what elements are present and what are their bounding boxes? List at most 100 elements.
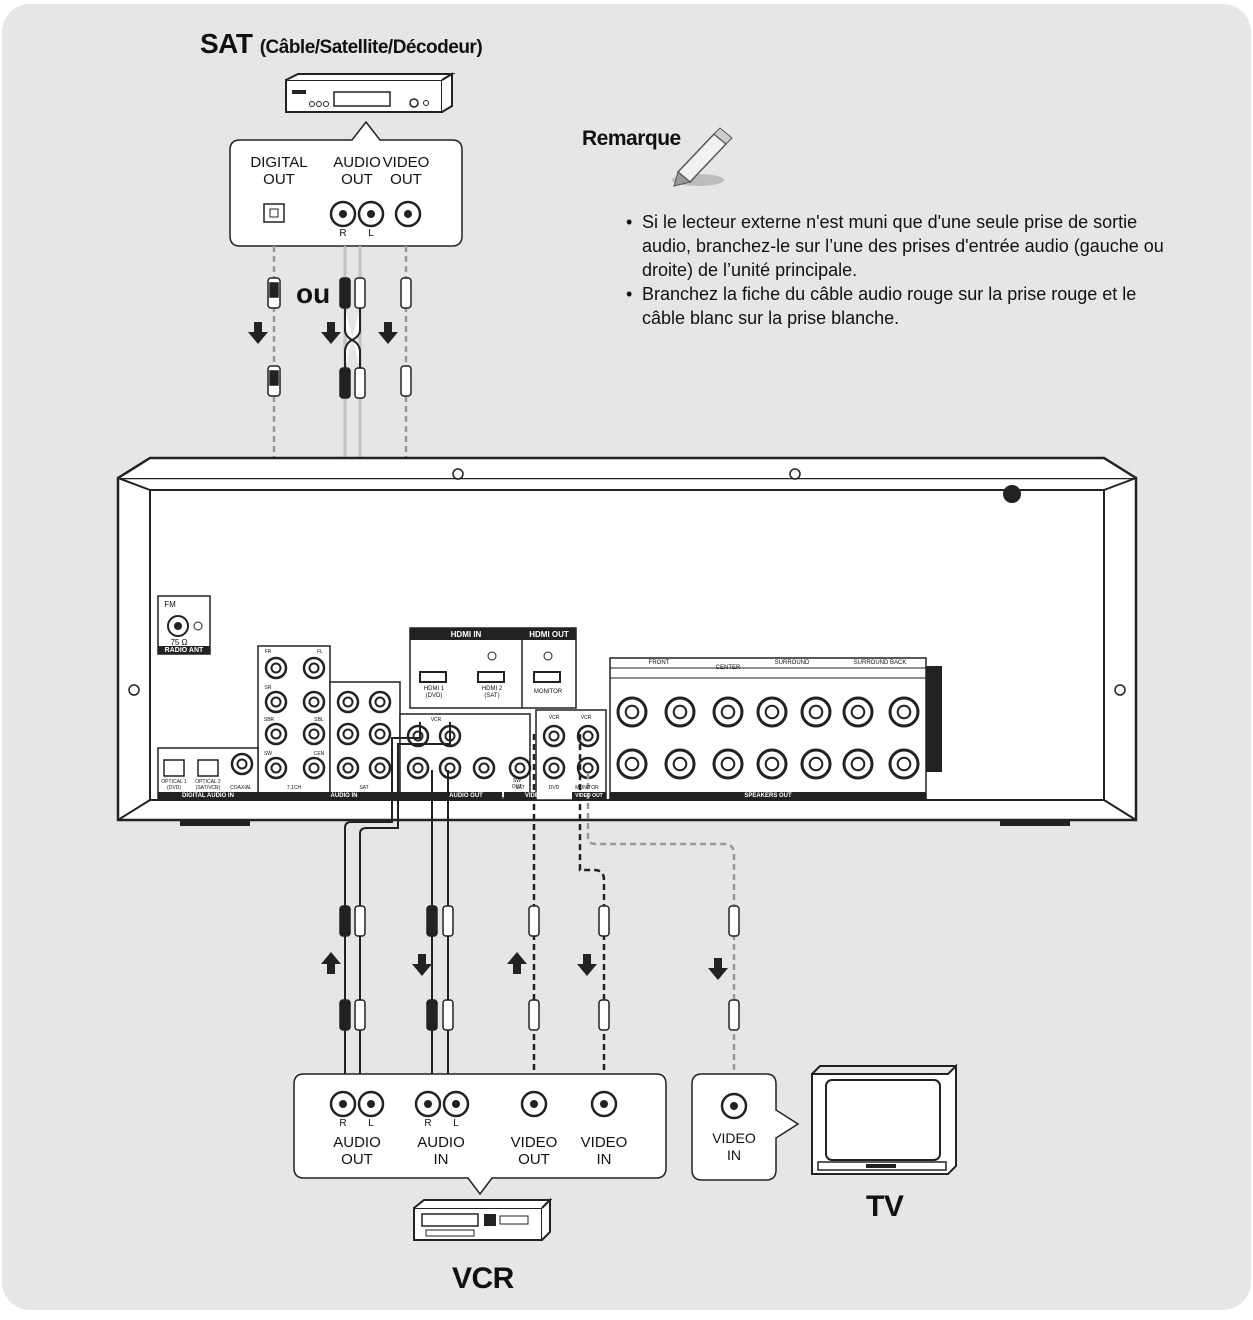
ou-label: ou bbox=[296, 278, 331, 309]
vcr-audio-out-l-jack bbox=[357, 1090, 385, 1118]
rca-jack bbox=[576, 756, 600, 780]
sbl-label: SBL bbox=[314, 717, 324, 723]
sat-cable-plugs bbox=[267, 277, 412, 399]
rca-jack bbox=[368, 690, 392, 714]
7-1ch-label: 7.1CH bbox=[286, 785, 302, 791]
rca-jack bbox=[508, 756, 532, 780]
rca-jack bbox=[302, 756, 326, 780]
remarque-list: Si le lecteur externe n'est muni que d'u… bbox=[622, 210, 1182, 330]
vcr-audio-out-r-jack bbox=[329, 1090, 357, 1118]
sr-label: SR bbox=[264, 685, 272, 691]
sat-audio-out-l-jack bbox=[357, 200, 385, 228]
vcr-video-label: VCR bbox=[548, 715, 560, 721]
vcr-audio-in-r-jack bbox=[414, 1090, 442, 1118]
speaker-terminal bbox=[664, 696, 696, 728]
rca-jack bbox=[576, 724, 600, 748]
rca-jack bbox=[368, 722, 392, 746]
speaker-terminal bbox=[800, 696, 832, 728]
remarque-item: Branchez la fiche du câble audio rouge s… bbox=[622, 282, 1182, 330]
speaker-terminal bbox=[800, 748, 832, 780]
vcr-audio-out-l: L bbox=[368, 1118, 374, 1129]
speaker-terminal bbox=[664, 748, 696, 780]
audio-out-label: AUDIO OUT bbox=[449, 793, 483, 799]
vcr-video-out-jack bbox=[520, 1090, 548, 1118]
speaker-terminal bbox=[888, 748, 920, 780]
vcr-audio-out-cable-l bbox=[359, 722, 451, 1100]
hdmi1-label: HDMI 1(DVD) bbox=[423, 686, 445, 699]
rca-jack bbox=[438, 756, 462, 780]
lower-arrows bbox=[321, 952, 728, 980]
hdmi-out-label: HDMI OUT bbox=[529, 630, 569, 639]
optical1-label: OPTICAL 1(DVD) bbox=[161, 779, 187, 791]
up-arrow-video-out bbox=[507, 952, 527, 974]
rca-jacks bbox=[230, 656, 600, 780]
lower-cable-plugs bbox=[339, 905, 740, 1031]
center-label: CENTER bbox=[715, 665, 741, 671]
speaker-terminal bbox=[712, 696, 744, 728]
speaker-terminal bbox=[616, 748, 648, 780]
monitor-label: MONITOR bbox=[575, 785, 599, 791]
speakers-out-label: SPEAKERS OUT bbox=[744, 793, 792, 799]
rca-jack bbox=[302, 690, 326, 714]
hdmi-block bbox=[409, 627, 577, 709]
fl-label: FL bbox=[317, 649, 323, 655]
rca-jack bbox=[264, 690, 288, 714]
sat-title-subtitle: (Câble/Satellite/Décodeur) bbox=[259, 37, 483, 58]
vcr-video-out-label: VCR bbox=[580, 715, 592, 721]
digital-audio-in-label: DIGITAL AUDIO IN bbox=[182, 793, 234, 799]
vcr-audio-label: VCR bbox=[430, 717, 442, 723]
vcr-device bbox=[413, 1197, 553, 1241]
tv-input-panel bbox=[691, 1073, 800, 1181]
speakers-out-block bbox=[609, 657, 942, 801]
ohm-label: 75 Ω bbox=[170, 638, 188, 647]
tv-video-in-cable bbox=[586, 770, 736, 1100]
tv-video-in-jack bbox=[720, 1092, 748, 1120]
sat-video-label: SAT bbox=[515, 785, 525, 791]
audio-jack-area bbox=[157, 645, 607, 801]
surround-label: SURROUND bbox=[774, 660, 810, 666]
vcr-audio-in-r: R bbox=[424, 1118, 432, 1129]
tv-device bbox=[811, 1063, 957, 1175]
rca-jack bbox=[230, 752, 254, 776]
sw-label: SW bbox=[263, 751, 273, 757]
hdmi2-port bbox=[477, 671, 505, 683]
speaker-terminal bbox=[888, 696, 920, 728]
dvd-video-label: DVD bbox=[548, 785, 560, 791]
hdmi-monitor-label: MONITOR bbox=[533, 689, 563, 695]
vcr-audio-out-cable-r bbox=[344, 722, 421, 1100]
sat-title: SAT (Câble/Satellite/Décodeur) bbox=[200, 28, 483, 60]
surround-back-label: SURROUND BACK bbox=[853, 660, 907, 666]
rca-jack bbox=[302, 722, 326, 746]
radio-ant-label: RADIO ANT bbox=[164, 647, 204, 654]
audio-in-label: AUDIO IN bbox=[330, 793, 358, 799]
sat-title-main: SAT bbox=[200, 28, 253, 59]
tv-label: TV bbox=[866, 1190, 904, 1223]
remarque-item: Si le lecteur externe n'est muni que d'u… bbox=[622, 210, 1182, 282]
sat-optical-port bbox=[263, 203, 285, 223]
down-arrow-video-in bbox=[577, 954, 597, 976]
sat-box-device bbox=[285, 72, 456, 113]
down-arrows-sat bbox=[248, 322, 398, 344]
vcr-audio-in-l-jack bbox=[442, 1090, 470, 1118]
vcr-label: VCR bbox=[452, 1262, 514, 1295]
rca-jack bbox=[264, 722, 288, 746]
speaker-terminal bbox=[756, 696, 788, 728]
video-in-label: VIDEO IN bbox=[524, 793, 552, 799]
rca-jack bbox=[336, 690, 360, 714]
down-arrow-tv bbox=[708, 958, 728, 980]
video-out-label: VIDEO OUT bbox=[575, 793, 603, 799]
rca-jack bbox=[336, 756, 360, 780]
hdmi2-label: HDMI 2(SAT) bbox=[481, 686, 503, 699]
rca-jack bbox=[542, 756, 566, 780]
cen-label: CEN bbox=[313, 751, 325, 757]
vcr-panel bbox=[293, 1073, 667, 1196]
rca-jack bbox=[336, 722, 360, 746]
speaker-terminal bbox=[842, 696, 874, 728]
